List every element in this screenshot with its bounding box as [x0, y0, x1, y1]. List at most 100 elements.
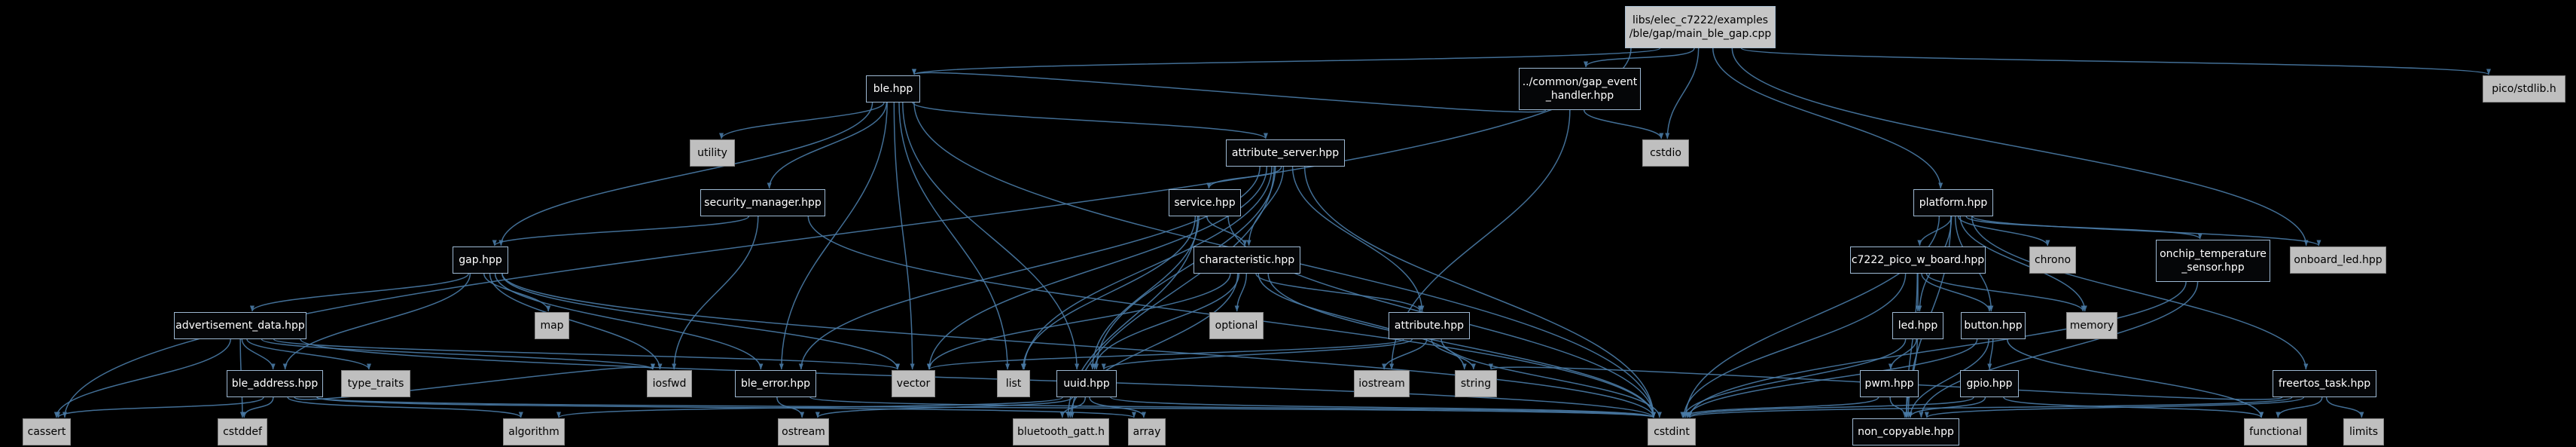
edge-gap-to-map	[483, 273, 551, 312]
edge-gap_event_handler-to-ble	[912, 69, 1547, 113]
node-vector[interactable]: vector	[892, 370, 935, 397]
node-label: gap.hpp	[459, 253, 502, 266]
node-label: type_traits	[347, 377, 404, 390]
node-gap[interactable]: gap.hpp	[453, 246, 508, 274]
node-button[interactable]: button.hpp	[1961, 312, 2026, 339]
node-map[interactable]: map	[535, 312, 569, 339]
node-label: list	[1005, 377, 1022, 390]
edge-c7222_board-to-memory	[1925, 273, 2086, 312]
edge-service-to-list	[1020, 216, 1197, 370]
node-gap-event-handler[interactable]: ../common/gap_event_handler.hpp	[1519, 68, 1641, 110]
node-chrono[interactable]: chrono	[2029, 246, 2076, 274]
edge-button-to-functional	[2007, 338, 2264, 418]
node-led[interactable]: led.hpp	[1892, 312, 1943, 339]
edge-ble-to-attribute_server	[912, 102, 1268, 139]
edge-gap-to-vector	[501, 273, 900, 370]
node-service[interactable]: service.hpp	[1169, 189, 1241, 216]
node-ostream[interactable]: ostream	[778, 418, 829, 445]
node-bluetooth-gatt[interactable]: bluetooth_gatt.h	[1013, 418, 1109, 445]
node-ble-address[interactable]: ble_address.hpp	[227, 370, 323, 397]
edge-characteristic-to-attribute	[1255, 273, 1422, 312]
edge-uuid-to-bluetooth_gatt	[1059, 396, 1087, 418]
edge-ble-to-gap	[498, 102, 873, 246]
node-characteristic[interactable]: characteristic.hpp	[1193, 246, 1300, 274]
node-label: algorithm	[508, 425, 559, 438]
node-cstddef[interactable]: cstddef	[218, 418, 267, 445]
node-ble[interactable]: ble.hpp	[866, 75, 920, 103]
edge-onchip_temp-to-cstdint	[1687, 281, 2187, 418]
node-c7222-board[interactable]: c7222_pico_w_board.hpp	[1850, 246, 1986, 274]
node-functional[interactable]: functional	[2244, 418, 2307, 445]
edge-main-to-gap_event_handler	[1584, 47, 1695, 68]
node-optional[interactable]: optional	[1209, 312, 1264, 339]
edge-ble-to-security_manager	[767, 102, 888, 189]
node-utility[interactable]: utility	[690, 139, 735, 167]
edge-characteristic-to-uuid	[1092, 273, 1240, 370]
edge-attribute_server-to-cstdint	[1303, 166, 1656, 418]
edge-characteristic-to-vector	[927, 273, 1231, 370]
node-algorithm[interactable]: algorithm	[503, 418, 565, 445]
edge-ble_address-to-iosfwd	[294, 363, 655, 400]
edge-ble-to-list	[898, 102, 1010, 370]
node-label: bluetooth_gatt.h	[1017, 425, 1105, 438]
node-ble-error[interactable]: ble_error.hpp	[735, 370, 816, 397]
edge-characteristic-to-cstdint	[1267, 273, 1656, 418]
node-label: /ble/gap/main_ble_gap.cpp	[1629, 28, 1772, 40]
node-onchip-temp[interactable]: onchip_temperature_sensor.hpp	[2156, 240, 2270, 282]
edge-c7222_board-to-button	[1921, 273, 1992, 312]
node-non-copyable[interactable]: non_copyable.hpp	[1852, 418, 1959, 445]
node-freertos-task[interactable]: freertos_task.hpp	[2273, 370, 2376, 397]
node-memory[interactable]: memory	[2066, 312, 2117, 339]
node-pico-stdlib[interactable]: pico/stdlib.h	[2483, 75, 2565, 103]
edge-gap_event_handler-to-cstdio	[1583, 109, 1664, 139]
edge-attribute-to-iostream	[1382, 338, 1428, 370]
node-label: vector	[896, 377, 931, 390]
edge-characteristic-to-optional	[1234, 273, 1248, 312]
edge-platform-to-memory	[1959, 216, 2087, 312]
node-string[interactable]: string	[1455, 370, 1497, 397]
node-advertisement-data[interactable]: advertisement_data.hpp	[174, 312, 306, 339]
edge-ble_address-to-cassert	[56, 396, 264, 418]
node-array[interactable]: array	[1128, 418, 1166, 445]
edge-onchip_temp-to-non_copyable	[1919, 281, 2199, 418]
node-label: iostream	[1358, 377, 1405, 390]
edge-platform-to-onboard_led	[1971, 216, 2321, 246]
node-limits[interactable]: limits	[2343, 418, 2384, 445]
node-label: optional	[1215, 319, 1258, 332]
edge-advertisement_data-to-type_traits	[246, 338, 371, 370]
edge-attribute_server-to-list	[1022, 166, 1273, 370]
node-cstdio[interactable]: cstdio	[1642, 139, 1689, 167]
edge-freertos_task-to-cstdint	[1687, 396, 2293, 418]
node-label: chrono	[2034, 253, 2071, 266]
node-iostream[interactable]: iostream	[1354, 370, 1410, 397]
node-security-manager[interactable]: security_manager.hpp	[700, 189, 825, 216]
node-pwm[interactable]: pwm.hpp	[1860, 370, 1919, 397]
node-cstdint[interactable]: cstdint	[1648, 418, 1696, 445]
node-gpio[interactable]: gpio.hpp	[1960, 370, 2019, 397]
node-label: freertos_task.hpp	[2278, 377, 2371, 390]
edge-button-to-cstdint	[1685, 338, 1978, 418]
node-platform[interactable]: platform.hpp	[1913, 189, 1993, 216]
node-iosfwd[interactable]: iosfwd	[647, 370, 692, 397]
node-uuid[interactable]: uuid.hpp	[1056, 370, 1117, 397]
node-type-traits[interactable]: type_traits	[341, 370, 410, 397]
node-attribute-server[interactable]: attribute_server.hpp	[1226, 139, 1345, 167]
node-label: ble.hpp	[873, 82, 913, 95]
node-main[interactable]: libs/elec_c7222/examples/ble/gap/main_bl…	[1625, 6, 1776, 48]
node-label: iosfwd	[652, 377, 687, 390]
edge-advertisement_data-to-iosfwd	[261, 338, 655, 370]
edge-attribute-to-string	[1431, 338, 1476, 370]
node-attribute[interactable]: attribute.hpp	[1389, 312, 1470, 339]
node-label: uuid.hpp	[1063, 377, 1110, 390]
edge-platform-to-chrono	[1957, 216, 2050, 246]
node-cassert[interactable]: cassert	[23, 418, 71, 445]
node-label: ble_error.hpp	[740, 377, 811, 390]
node-label: ble_address.hpp	[231, 377, 319, 390]
node-onboard-led[interactable]: onboard_led.hpp	[2290, 246, 2386, 274]
edge-main-to-ble	[912, 47, 1661, 75]
edge-ble-to-vector	[893, 102, 915, 370]
node-list[interactable]: list	[997, 370, 1030, 397]
node-label: limits	[2349, 425, 2379, 438]
node-label: attribute_server.hpp	[1231, 146, 1340, 159]
